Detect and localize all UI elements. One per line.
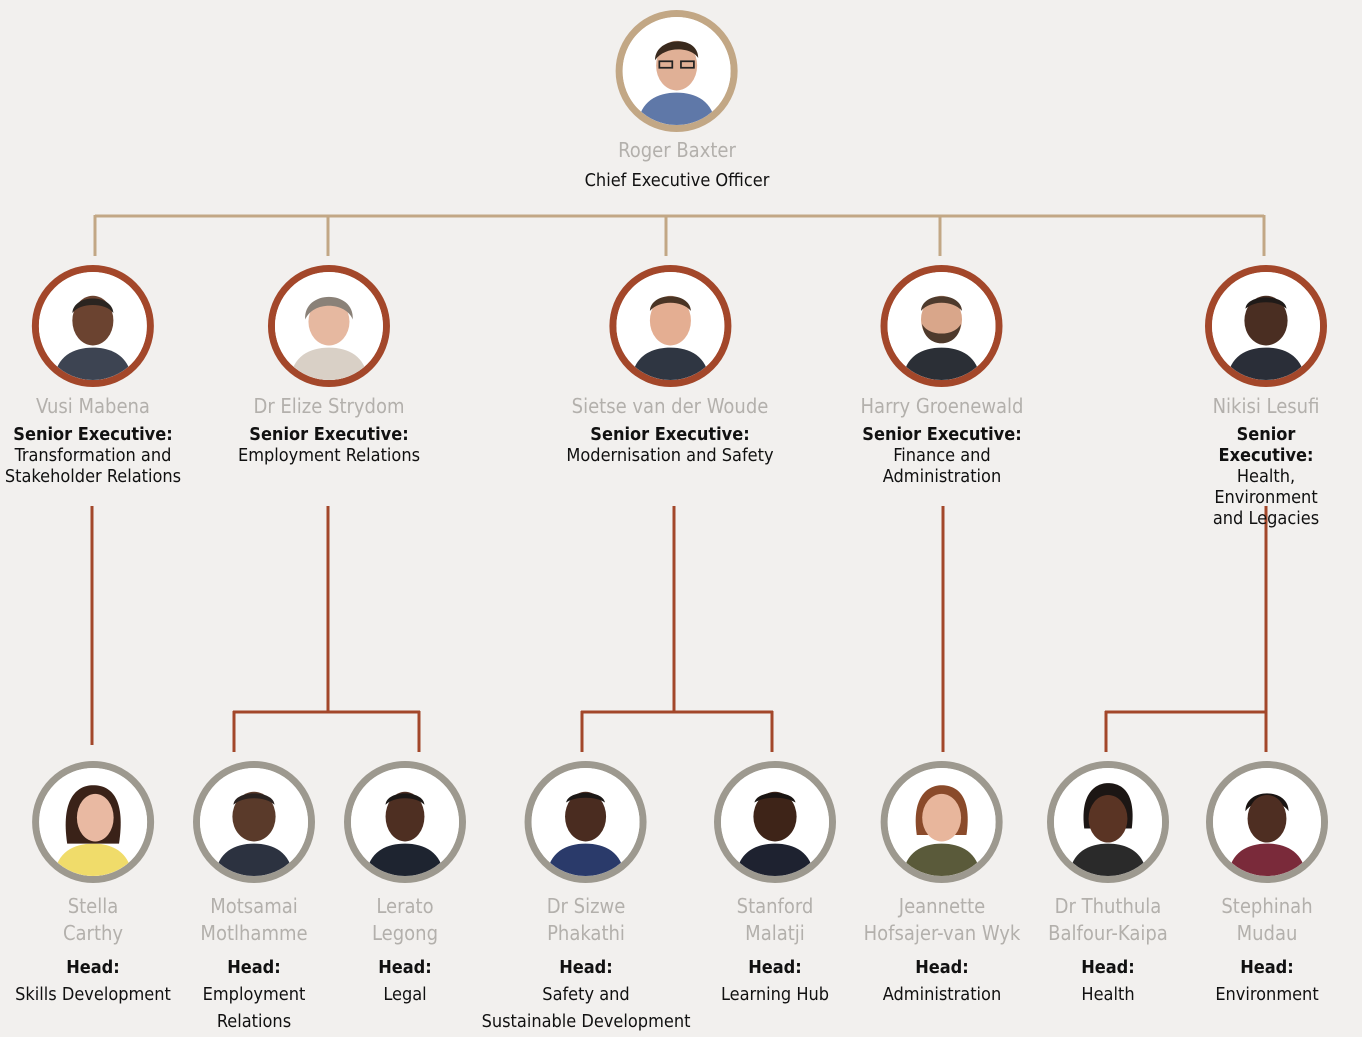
- head-photo: [525, 761, 647, 883]
- executive-node: Nikisi Lesufi Senior Executive: Health, …: [1205, 265, 1327, 529]
- head-role-title: Head:: [915, 957, 969, 978]
- executive-role-title: Senior Executive:: [13, 424, 173, 445]
- portrait-photo-icon: [887, 272, 996, 380]
- executive-role-title: Senior Executive:: [862, 424, 1022, 445]
- head-role-title: Head:: [559, 957, 613, 978]
- portrait-photo-icon: [623, 17, 731, 125]
- executive-name: Nikisi Lesufi: [1212, 394, 1320, 418]
- executive-role-title: Senior Executive:: [249, 424, 409, 445]
- head-photo: [1206, 761, 1328, 883]
- executive-role-desc: Employment Relations: [237, 445, 421, 466]
- portrait-photo-icon: [351, 768, 459, 876]
- executive-name: Dr Elize Strydom: [253, 394, 405, 418]
- executive-photo: [31, 265, 154, 387]
- head-role-desc: Skills Development: [15, 984, 171, 1005]
- ceo-connectors: [93, 214, 1266, 256]
- portrait-photo-icon: [532, 768, 640, 876]
- portrait-photo-icon: [1213, 768, 1321, 876]
- head-role-title: Head:: [378, 957, 432, 978]
- head-photo: [1047, 761, 1169, 883]
- executive-node: Harry Groenewald Senior Executive: Finan…: [860, 265, 1024, 487]
- head-node: Dr Thuthula Balfour-Kaipa Head: Health: [1047, 761, 1169, 1008]
- portrait-photo-icon: [200, 768, 308, 876]
- head-role-desc: Employment Relations: [202, 984, 306, 1032]
- portrait-photo-icon: [1212, 272, 1320, 380]
- head-node: Dr Sizwe Phakathi Head: Safety and Susta…: [481, 761, 691, 1035]
- head-node: Lerato Legong Head: Legal: [344, 761, 466, 1008]
- head-role-desc: Administration: [882, 984, 1002, 1005]
- head-role-desc: Safety and Sustainable Development: [481, 984, 691, 1032]
- ceo-role: Chief Executive Officer: [584, 170, 770, 191]
- ceo-node: Roger Baxter Chief Executive Officer: [584, 10, 770, 194]
- executive-node: Vusi Mabena Senior Executive: Transforma…: [5, 265, 181, 487]
- portrait-photo-icon: [275, 272, 383, 380]
- head-role-title: Head:: [66, 957, 120, 978]
- executive-photo: [880, 265, 1003, 387]
- head-photo: [193, 761, 315, 883]
- head-role-desc: Legal: [383, 984, 427, 1005]
- executive-node: Sietse van der Woude Senior Executive: M…: [566, 265, 774, 466]
- portrait-photo-icon: [38, 272, 147, 380]
- portrait-photo-icon: [615, 272, 724, 380]
- head-name: Motsamai Motlhamme: [200, 894, 308, 945]
- head-photo: [881, 761, 1003, 883]
- head-role-title: Head:: [1240, 957, 1294, 978]
- portrait-photo-icon: [1054, 768, 1162, 876]
- executive-role-title: Senior Executive:: [1218, 424, 1314, 466]
- head-node: Stephinah Mudau Head: Environment: [1206, 761, 1328, 1008]
- head-name: Lerato Legong: [371, 894, 438, 945]
- executive-name: Harry Groenewald: [860, 394, 1024, 418]
- executive-photo: [1205, 265, 1327, 387]
- head-role-title: Head:: [1081, 957, 1135, 978]
- executive-role-desc: Finance and Administration: [882, 445, 1002, 487]
- executive-photo: [608, 265, 731, 387]
- head-role-title: Head:: [748, 957, 802, 978]
- head-node: Stella Carthy Head: Skills Development: [15, 761, 171, 1008]
- head-node: Jeannette Hofsajer-van Wyk Head: Adminis…: [863, 761, 1021, 1008]
- head-name: Jeannette Hofsajer-van Wyk: [863, 894, 1021, 945]
- head-name: Dr Thuthula Balfour-Kaipa: [1048, 894, 1168, 945]
- head-photo: [32, 761, 154, 883]
- head-name: Stanford Malatji: [736, 894, 814, 945]
- executive-role-desc: Transformation and Stakeholder Relations: [4, 445, 182, 487]
- executive-role-title: Senior Executive:: [590, 424, 750, 445]
- ceo-name: Roger Baxter: [618, 138, 736, 162]
- head-role-title: Head:: [227, 957, 281, 978]
- head-role-desc: Learning Hub: [720, 984, 830, 1005]
- ceo-photo: [616, 10, 738, 132]
- executive-role-desc: Modernisation and Safety: [566, 445, 774, 466]
- executive-photo: [268, 265, 390, 387]
- head-node: Stanford Malatji Head: Learning Hub: [714, 761, 836, 1008]
- head-photo: [714, 761, 836, 883]
- executive-connectors: [90, 506, 1268, 752]
- head-name: Stephinah Mudau: [1221, 894, 1313, 945]
- head-name: Stella Carthy: [62, 894, 124, 945]
- executive-node: Dr Elize Strydom Senior Executive: Emplo…: [238, 265, 420, 466]
- head-role-desc: Health: [1081, 984, 1135, 1005]
- head-node: Motsamai Motlhamme Head: Employment Rela…: [193, 761, 315, 1035]
- executive-name: Sietse van der Woude: [571, 394, 769, 418]
- head-photo: [344, 761, 466, 883]
- head-name: Dr Sizwe Phakathi: [546, 894, 626, 945]
- executive-name: Vusi Mabena: [36, 394, 150, 418]
- portrait-photo-icon: [39, 768, 147, 876]
- portrait-photo-icon: [888, 768, 996, 876]
- portrait-photo-icon: [721, 768, 829, 876]
- executive-role-desc: Health, Environment and Legacies: [1212, 466, 1320, 529]
- head-role-desc: Environment: [1215, 984, 1319, 1005]
